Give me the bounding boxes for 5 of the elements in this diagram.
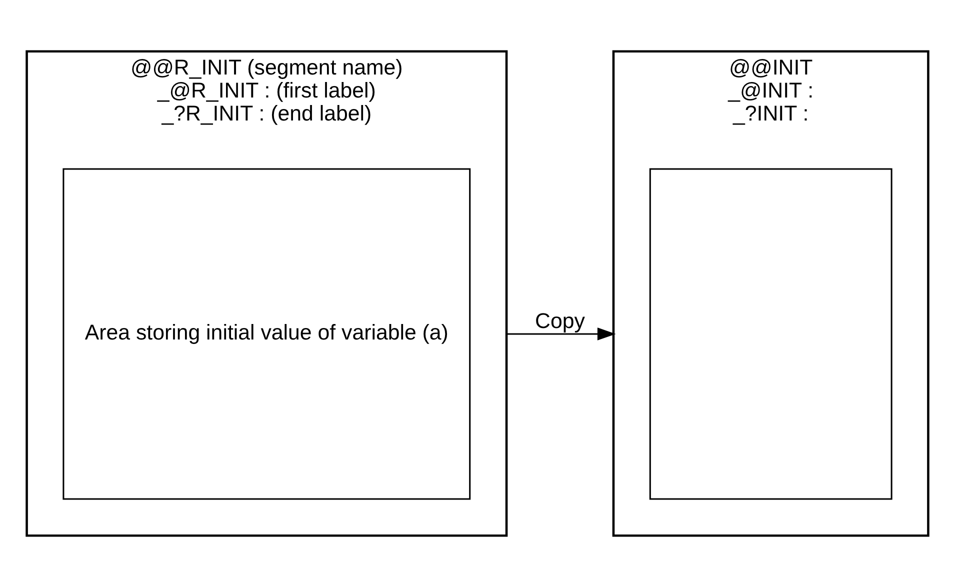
arrow — [506, 328, 616, 340]
node-box — [649, 168, 892, 500]
edge-label: Copy — [535, 309, 585, 334]
cluster: @@INIT _@INIT : _?INIT : — [612, 50, 930, 537]
node-box: Area storing initial value of variable (a) — [62, 168, 471, 500]
